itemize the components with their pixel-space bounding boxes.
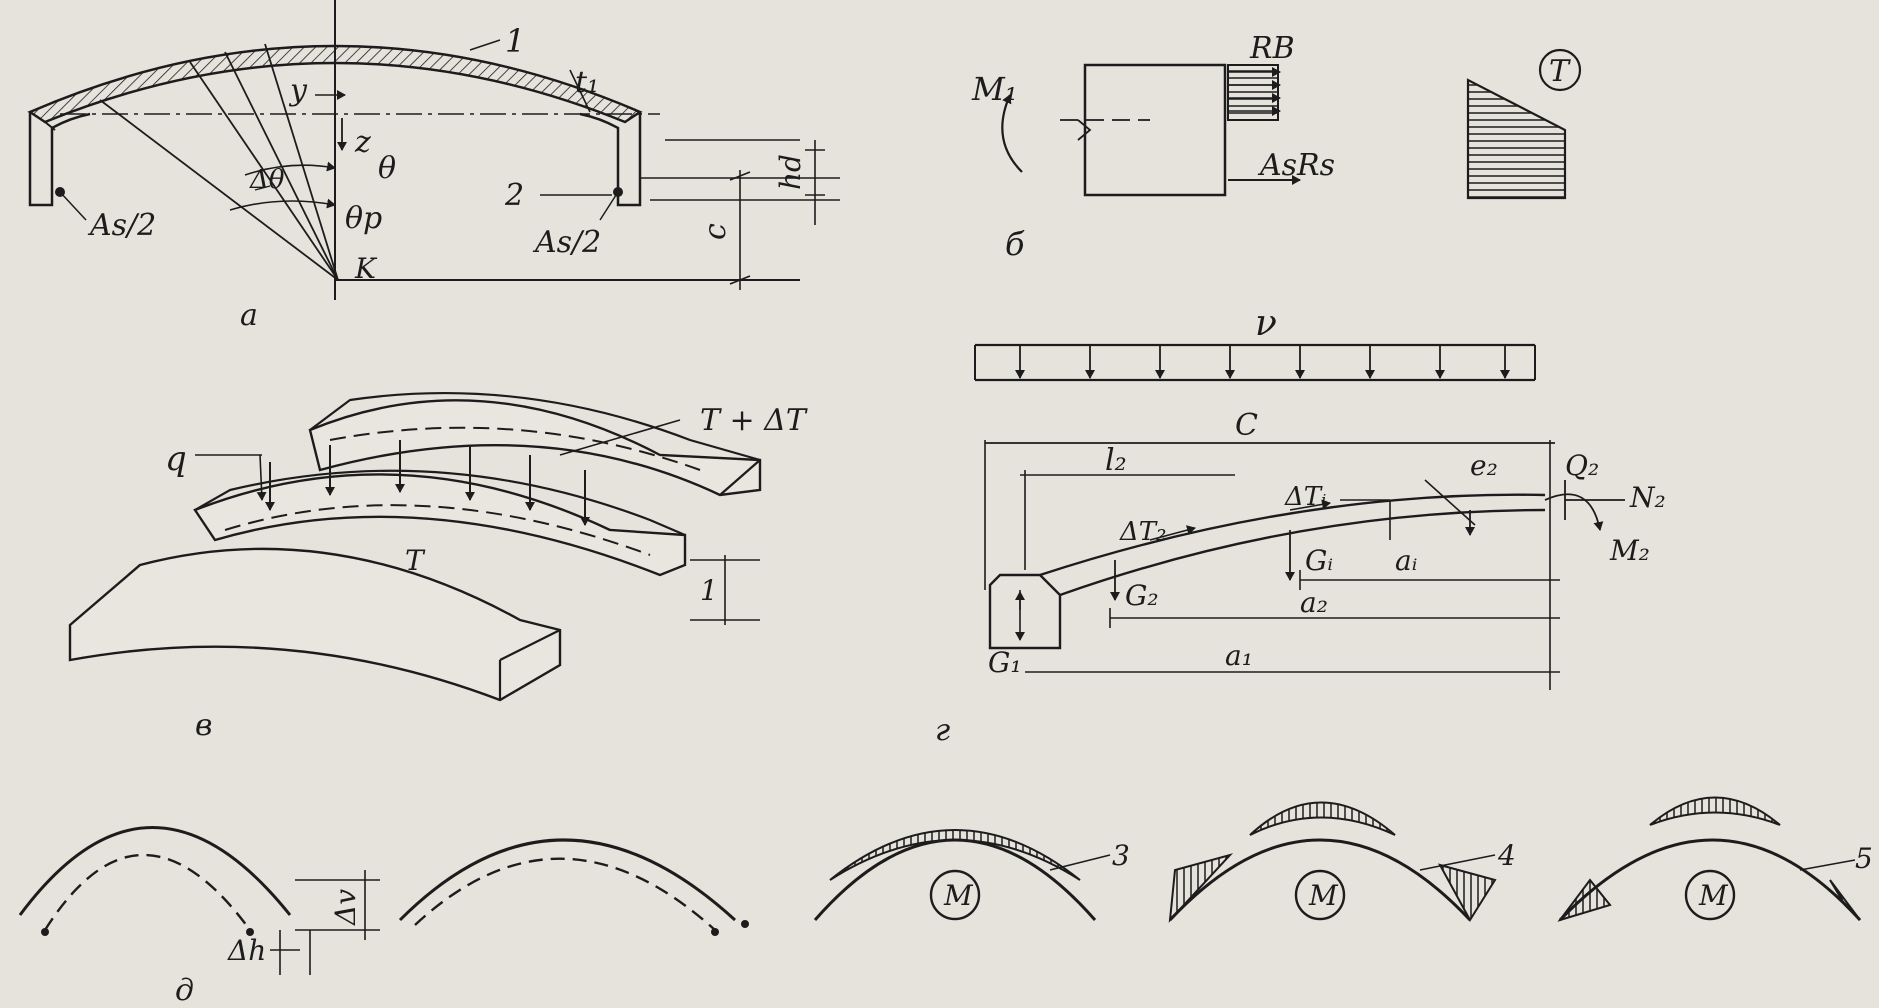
caption-g: г [935,713,950,748]
label-m-4: M [1308,879,1339,912]
label-n2: N₂ [1629,481,1666,514]
label-theta-p: θp [345,201,382,236]
label-dh: Δh [227,934,266,967]
panel-v-shell-strips [68,391,762,702]
label-unit: 1 [700,574,718,607]
label-n5: 5 [1855,842,1873,875]
label-t: T [405,544,426,577]
label-dv: Δv [329,889,362,926]
label-asrs: AsRs [1257,148,1335,183]
label-m-3: M [943,879,974,912]
panel-g-half-shell [974,343,1625,690]
label-shell-no: 1 [505,22,525,60]
label-a2: a₂ [1300,586,1328,619]
label-m-5: M [1698,879,1729,912]
label-q: q [165,439,187,479]
panel-b-stress-block [1001,48,1582,200]
label-c: c [698,223,733,240]
label-e2: e₂ [1470,449,1498,482]
label-z: z [354,125,371,160]
label-c-g: C [1235,408,1258,443]
label-delta-theta: Δθ [249,165,285,195]
label-dt2: ΔT₂ [1119,517,1167,547]
label-m2: M₂ [1609,534,1650,567]
label-thickness: t₁ [575,65,599,100]
label-a1: a₁ [1225,639,1253,672]
caption-a: а [240,298,258,333]
panel-d-deformations-and-moments [18,796,1862,975]
caption-b: б [1005,225,1025,263]
label-dti: ΔTᵢ [1284,482,1326,512]
label-rib-no: 2 [504,178,524,213]
label-m1: M₁ [971,70,1018,108]
label-g2: G₂ [1125,579,1159,612]
label-n3: 3 [1112,839,1130,872]
label-g1: G₁ [988,646,1022,679]
label-rb: RB [1249,31,1295,66]
label-as-right: As/2 [532,225,601,260]
panel-a-shell-section [27,0,840,300]
label-gi: Gᵢ [1305,544,1333,577]
caption-v: в [195,708,212,743]
caption-d: д [175,973,194,1008]
label-rib-height: hd [774,154,807,190]
label-ai: aᵢ [1395,544,1417,577]
label-t-plus-dt: T + ΔT [700,403,808,438]
label-n4: 4 [1497,839,1516,872]
label-v: ν [1255,303,1277,344]
label-l2: l₂ [1105,443,1127,478]
label-k: K [354,252,378,285]
label-as-left: As/2 [87,208,156,243]
label-theta: θ [378,151,396,186]
label-t-symbol: T [1549,54,1571,89]
label-q2: Q₂ [1565,449,1599,482]
label-y: y [288,73,308,108]
